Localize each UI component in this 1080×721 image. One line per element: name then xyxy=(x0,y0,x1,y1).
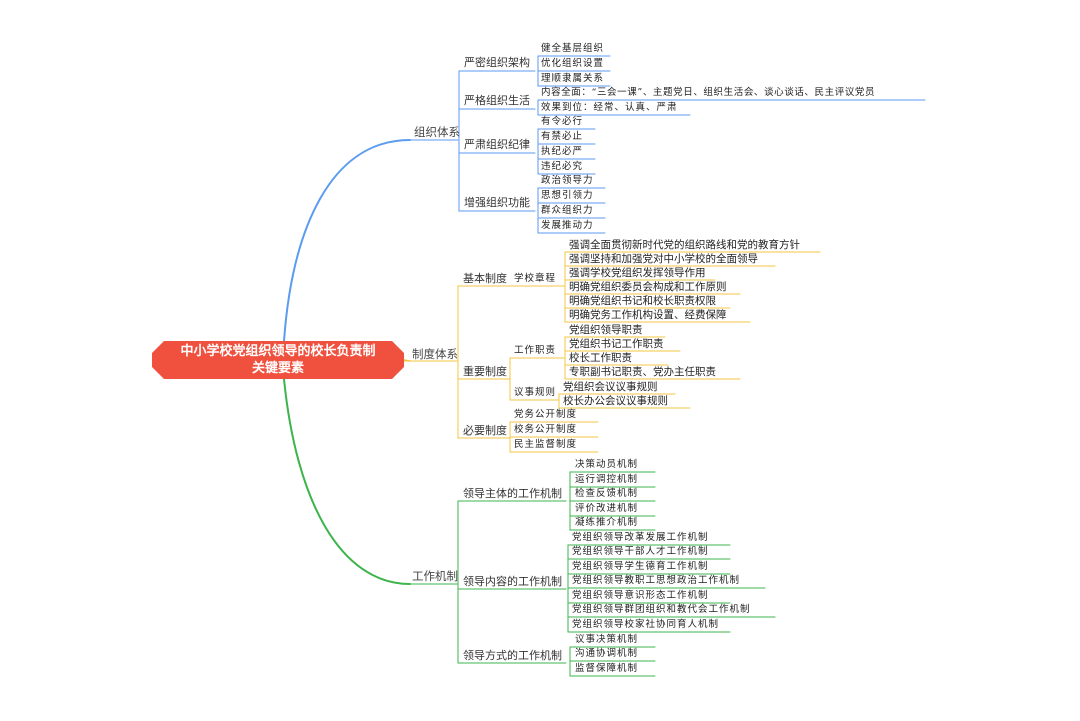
leaf[interactable]: 党组织领导学生德育工作机制 xyxy=(572,561,709,572)
node-leader-mechanism[interactable]: 领导主体的工作机制 xyxy=(463,487,562,500)
leaf[interactable]: 党组织领导群团组织和教代会工作机制 xyxy=(572,604,751,615)
leaf[interactable]: 明确党组织书记和校长职责权限 xyxy=(569,295,716,307)
leaf[interactable]: 党组织会议议事规则 xyxy=(563,381,658,393)
leaf[interactable]: 健全基层组织 xyxy=(541,43,605,54)
leaf[interactable]: 议事决策机制 xyxy=(575,634,639,645)
leaf[interactable]: 民主监督制度 xyxy=(514,439,578,450)
leaf[interactable]: 群众组织力 xyxy=(541,205,594,216)
leaf[interactable]: 党组织领导校家社协同育人机制 xyxy=(572,619,720,630)
root-title-line-2: 关键要素 xyxy=(251,361,304,376)
branch-institution-system[interactable]: 制度体系 xyxy=(412,347,458,361)
leaf[interactable]: 违纪必究 xyxy=(541,161,584,172)
node-strict-org-life[interactable]: 严格组织生活 xyxy=(464,94,530,107)
branch-work-mechanism[interactable]: 工作机制 xyxy=(412,569,458,583)
leaf[interactable]: 监督保障机制 xyxy=(575,663,639,674)
leaf[interactable]: 校务公开制度 xyxy=(514,424,578,435)
leaf[interactable]: 党组织领导意识形态工作机制 xyxy=(572,590,709,601)
leaf[interactable]: 理顺隶属关系 xyxy=(541,73,605,84)
node-work-duties[interactable]: 工作职责 xyxy=(514,345,557,356)
leaf[interactable]: 明确党组织委员会构成和工作原则 xyxy=(569,281,727,293)
node-method-mechanism[interactable]: 领导方式的工作机制 xyxy=(463,649,562,662)
leaf[interactable]: 明确党务工作机构设置、经费保障 xyxy=(569,309,727,321)
leaf[interactable]: 评价改进机制 xyxy=(575,503,639,514)
leaf[interactable]: 党组织领导教职工思想政治工作机制 xyxy=(572,575,741,586)
curve-mechanism xyxy=(283,378,411,585)
leaf[interactable]: 校长办公会议议事规则 xyxy=(563,395,668,407)
node-enhance-function[interactable]: 增强组织功能 xyxy=(464,196,530,209)
leaf[interactable]: 运行调控机制 xyxy=(575,474,639,485)
root-title-line-1: 中小学校党组织领导的校长负责制 xyxy=(180,344,376,359)
leaf[interactable]: 检查反馈机制 xyxy=(575,488,639,499)
leaf[interactable]: 决策动员机制 xyxy=(575,459,639,470)
node-necessary-institution[interactable]: 必要制度 xyxy=(463,424,507,437)
leaf[interactable]: 党组织领导干部人才工作机制 xyxy=(572,546,709,557)
leaf[interactable]: 强调全面贯彻新时代党的组织路线和党的教育方针 xyxy=(569,239,800,251)
root-node[interactable]: 中小学校党组织领导的校长负责制 关键要素 xyxy=(152,341,404,379)
node-important-institution[interactable]: 重要制度 xyxy=(463,365,507,378)
leaf[interactable]: 有令必行 xyxy=(541,116,584,127)
leaf[interactable]: 专职副书记职责、党办主任职责 xyxy=(569,366,716,378)
leaf[interactable]: 优化组织设置 xyxy=(541,58,605,69)
node-basic-institution[interactable]: 基本制度 xyxy=(463,272,507,285)
node-meeting-rules[interactable]: 议事规则 xyxy=(514,387,557,398)
leaf[interactable]: 党组织书记工作职责 xyxy=(569,338,664,350)
node-school-charter[interactable]: 学校章程 xyxy=(514,273,557,284)
leaf[interactable]: 校长工作职责 xyxy=(569,352,632,364)
leaf[interactable]: 内容全面：“三会一课”、主题党日、组织生活会、谈心谈话、民主评议党员 xyxy=(541,87,876,98)
leaf[interactable]: 强调坚持和加强党对中小学校的全面领导 xyxy=(569,253,758,265)
leaf[interactable]: 执纪必严 xyxy=(541,146,584,157)
leaf[interactable]: 强调学校党组织发挥领导作用 xyxy=(569,267,706,279)
leaf[interactable]: 政治领导力 xyxy=(541,175,594,186)
leaf[interactable]: 党组织领导改革发展工作机制 xyxy=(572,532,709,543)
leaf[interactable]: 凝练推介机制 xyxy=(575,517,639,528)
node-strict-discipline[interactable]: 严肃组织纪律 xyxy=(464,138,530,151)
leaf[interactable]: 效果到位：经常、认真、严肃 xyxy=(541,102,678,113)
leaf[interactable]: 思想引领力 xyxy=(541,190,594,201)
leaf[interactable]: 党务公开制度 xyxy=(514,409,578,420)
node-strict-structure[interactable]: 严密组织架构 xyxy=(464,56,530,69)
curve-org xyxy=(283,139,411,342)
leaf[interactable]: 党组织领导职责 xyxy=(569,324,643,336)
branch-org-system[interactable]: 组织体系 xyxy=(414,125,460,139)
node-content-mechanism[interactable]: 领导内容的工作机制 xyxy=(463,575,562,588)
leaf[interactable]: 发展推动力 xyxy=(541,220,594,231)
leaf[interactable]: 有禁必止 xyxy=(541,131,584,142)
leaf[interactable]: 沟通协调机制 xyxy=(575,648,639,659)
